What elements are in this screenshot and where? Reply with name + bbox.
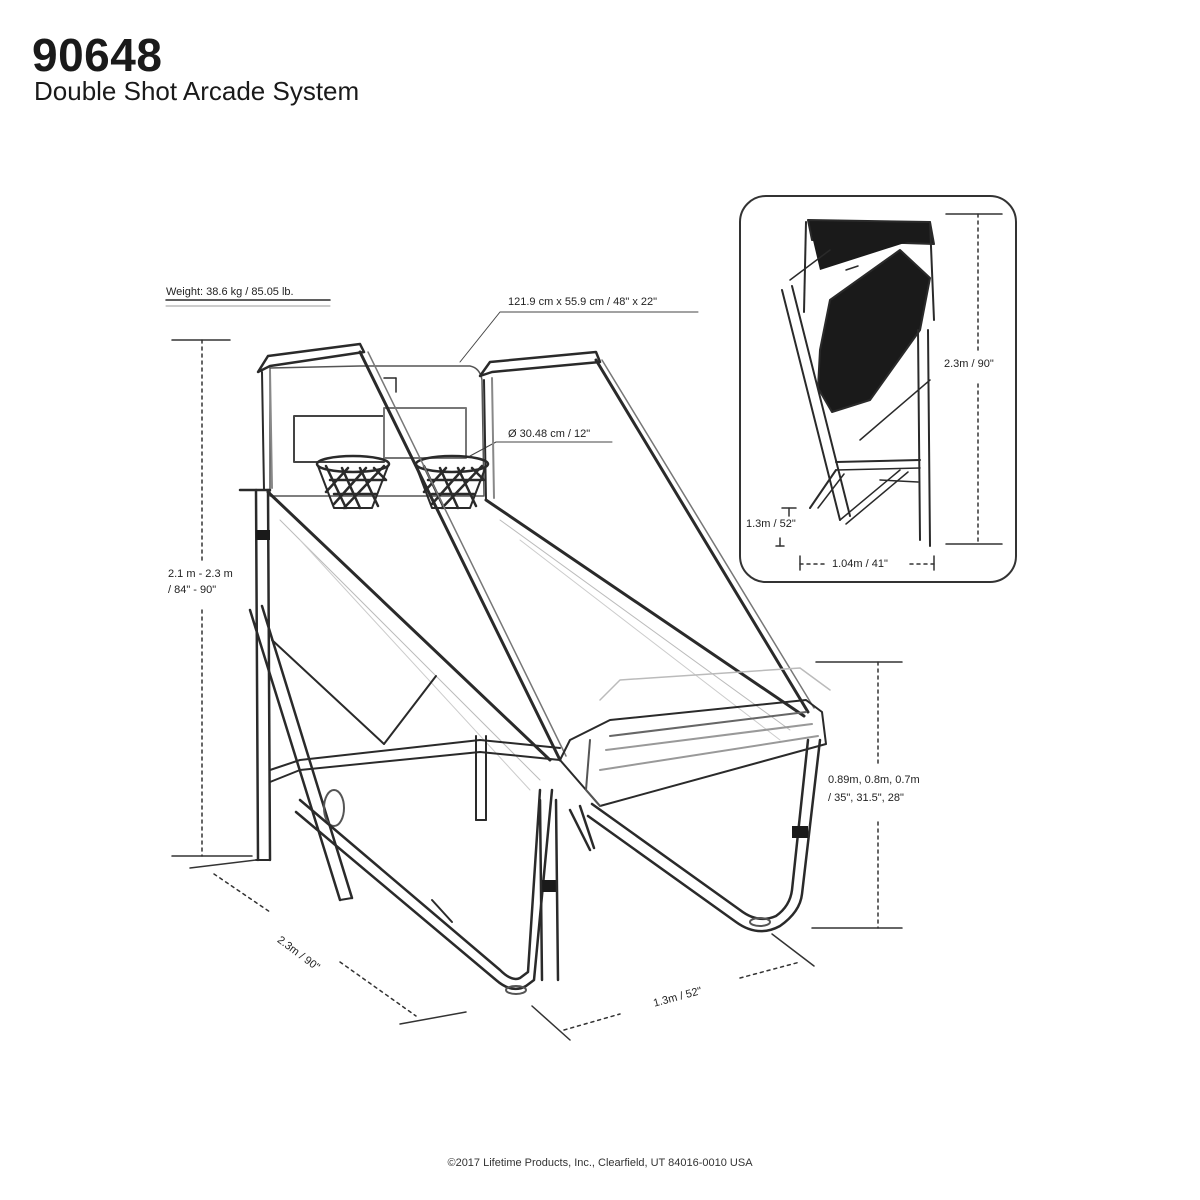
height-range-line2: / 84" - 90" xyxy=(168,584,217,596)
folded-depth-label: 1.3m / 52" xyxy=(746,518,796,530)
ball-ramp xyxy=(559,667,831,807)
product-name: Double Shot Arcade System xyxy=(34,76,360,106)
height-range-line1: 2.1 m - 2.3 m xyxy=(168,568,233,580)
hoop-left xyxy=(315,454,391,510)
cross-brace xyxy=(269,639,561,821)
left-leg xyxy=(248,604,354,902)
folded-height-label: 2.3m / 90" xyxy=(944,358,994,370)
folded-width-label: 1.04m / 41" xyxy=(832,558,888,570)
net-frame xyxy=(256,342,815,791)
folded-inset xyxy=(739,195,1017,583)
ramp-height-line2: / 35", 31.5", 28" xyxy=(828,792,904,804)
ramp-height-line1: 0.89m, 0.8m, 0.7m xyxy=(828,774,920,786)
copyright-notice: ©2017 Lifetime Products, Inc., Clearfiel… xyxy=(447,1157,753,1169)
weight-label: Weight: 38.6 kg / 85.05 lb. xyxy=(166,286,294,298)
right-frame xyxy=(568,738,822,933)
dimension-lines xyxy=(171,339,903,1041)
backboard-leader xyxy=(459,311,699,363)
backboard-size-label: 121.9 cm x 55.9 cm / 48" x 22" xyxy=(508,296,658,308)
model-number: 90648 xyxy=(32,29,163,81)
left-post xyxy=(238,488,272,862)
hoop-right xyxy=(414,454,490,510)
backboard xyxy=(269,365,485,497)
rim-leader xyxy=(469,441,613,457)
rim-diameter-label: Ø 30.48 cm / 12" xyxy=(508,428,591,440)
front-frame xyxy=(294,788,560,995)
